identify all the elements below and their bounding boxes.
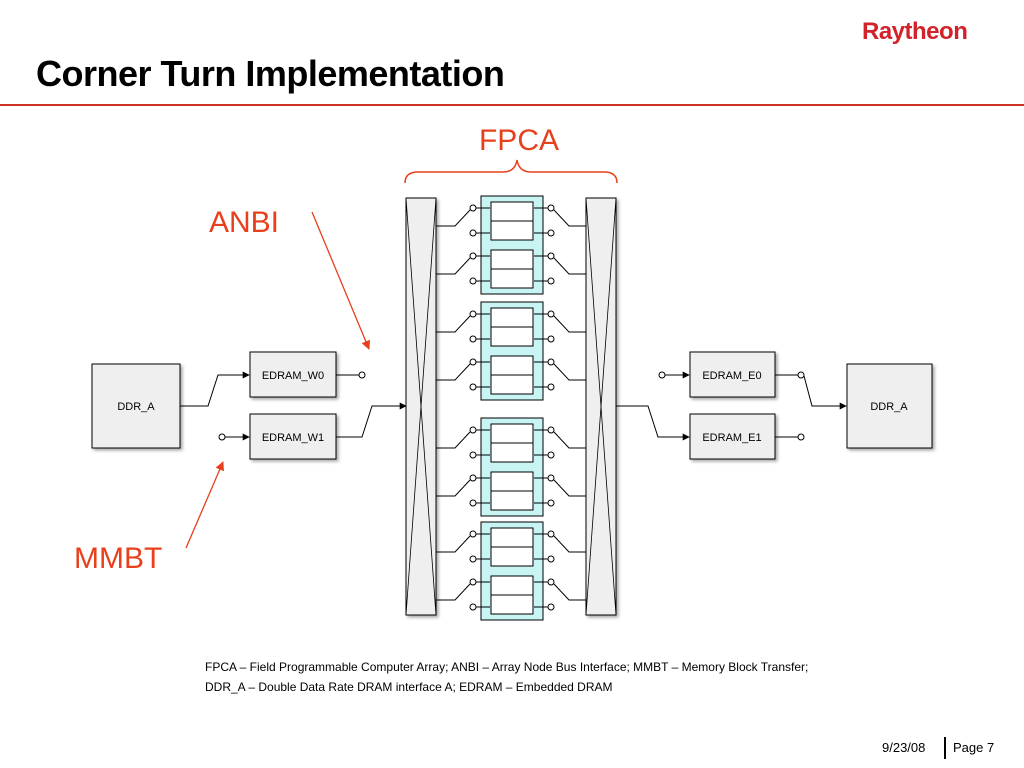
crossbar-link [553, 257, 586, 275]
right-crossbar-x [585, 197, 617, 616]
node-port [469, 451, 477, 459]
crossbar-link [436, 209, 471, 227]
crossbar-link [553, 315, 586, 333]
node-port [469, 252, 477, 260]
mmbt-pointer-arrow [185, 461, 224, 549]
node-port [547, 499, 555, 507]
node-port [469, 555, 477, 563]
node-port [469, 335, 477, 343]
crossbar-link [553, 479, 586, 497]
acronym-caption: FPCA – Field Programmable Computer Array… [205, 657, 808, 697]
node-port [469, 229, 477, 237]
anbi-pointer-arrow [311, 211, 371, 350]
node-port [469, 603, 477, 611]
footer-date: 9/23/08 [882, 740, 926, 755]
edram-e0-box [689, 351, 776, 398]
node-port [547, 555, 555, 563]
crossbar-link [553, 363, 586, 381]
ddr-a-west-box [91, 363, 181, 449]
fpca-node-array [436, 195, 586, 621]
crossbar-link [436, 431, 471, 449]
node-port [469, 310, 477, 318]
node-port [547, 335, 555, 343]
crossbar-link [436, 363, 471, 381]
slide-title: Corner Turn Implementation [36, 53, 505, 94]
east-wiring [616, 371, 847, 441]
node-port [547, 310, 555, 318]
node-port [547, 229, 555, 237]
node-port [547, 530, 555, 538]
node-port [547, 204, 555, 212]
node-port [469, 383, 477, 391]
node-port [469, 277, 477, 285]
crossbar-link [553, 431, 586, 449]
node-port [469, 578, 477, 586]
crossbar-link [436, 257, 471, 275]
node-port [469, 530, 477, 538]
crossbar-link [436, 535, 471, 553]
left-crossbar-x [405, 197, 437, 616]
west-wiring [180, 371, 407, 441]
node-port [547, 252, 555, 260]
anbi-label: ANBI [209, 206, 279, 239]
crossbar-link [436, 315, 471, 333]
fpca-label: FPCA [479, 124, 559, 157]
crossbar-link [553, 583, 586, 601]
node-port [547, 383, 555, 391]
caption-line-1: FPCA – Field Programmable Computer Array… [205, 660, 809, 674]
ddr-a-east-box [846, 363, 933, 449]
node-port [469, 499, 477, 507]
edram-w0-label: EDRAM_W0 [262, 370, 324, 382]
caption-line-2: DDR_A – Double Data Rate DRAM interface … [205, 680, 613, 694]
node-port [469, 358, 477, 366]
ddr-a-east-label: DDR_A [870, 401, 908, 413]
node-port [547, 277, 555, 285]
ddr-a-west-label: DDR_A [117, 401, 155, 413]
node-port [469, 426, 477, 434]
mmbt-label: MMBT [74, 542, 162, 575]
node-port [547, 426, 555, 434]
crossbar-link [553, 535, 586, 553]
footer-separator [944, 737, 946, 759]
edram-e0-label: EDRAM_E0 [702, 370, 761, 382]
raytheon-logo: Raytheon [862, 18, 968, 45]
crossbar-link [436, 583, 471, 601]
footer-page-number: Page 7 [953, 740, 995, 755]
crossbar-link [553, 209, 586, 227]
edram-w1-box [249, 413, 337, 460]
edram-w1-label: EDRAM_W1 [262, 432, 324, 444]
crossbar-link [436, 479, 471, 497]
node-port [547, 603, 555, 611]
title-divider [0, 104, 1024, 106]
edram-e1-label: EDRAM_E1 [702, 432, 761, 444]
node-port [469, 474, 477, 482]
node-port [547, 474, 555, 482]
edram-w0-box [249, 351, 337, 398]
edram-e1-box [689, 413, 776, 460]
node-port [469, 204, 477, 212]
node-port [547, 578, 555, 586]
node-port [547, 358, 555, 366]
node-port [547, 451, 555, 459]
fpca-brace [404, 159, 618, 184]
